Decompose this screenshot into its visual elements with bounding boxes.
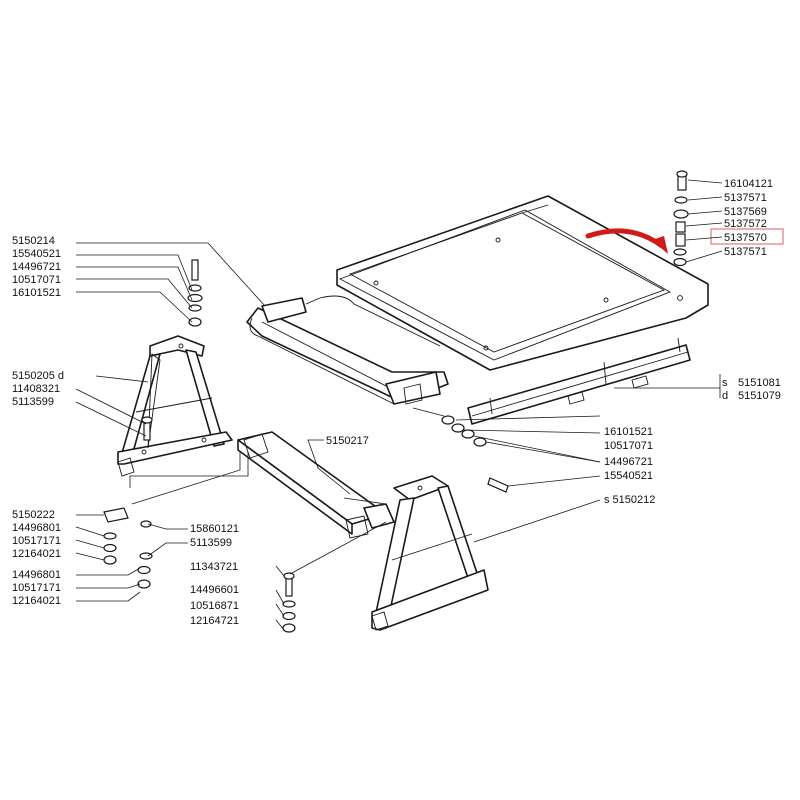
- label-15540521-left: 15540521: [12, 248, 61, 260]
- left-top-hardware: [187, 259, 203, 327]
- label-14496721-right: 14496721: [604, 456, 653, 468]
- highlight-arrow-head: [652, 236, 668, 254]
- label-5150212: s 5150212: [604, 494, 655, 506]
- label-14496721-left: 14496721: [12, 261, 61, 273]
- cross-beam: [237, 431, 395, 539]
- label-5113599-upper: 5113599: [12, 396, 54, 408]
- label-11408321: 11408321: [12, 383, 60, 395]
- label-11343721: 11343721: [190, 561, 238, 573]
- label-5137569: 5137569: [724, 206, 767, 218]
- label-12164021-upper: 12164021: [12, 548, 61, 560]
- label-12164721: 12164721: [190, 615, 239, 627]
- label-mark-d: d: [722, 390, 728, 402]
- label-16101521-right: 16101521: [604, 426, 653, 438]
- label-mark-s: s: [722, 377, 728, 389]
- label-10517071-right: 10517071: [604, 440, 653, 452]
- side-bolt-set: [412, 407, 509, 493]
- label-10517171-upper: 10517171: [12, 535, 61, 547]
- right-stand: [371, 475, 489, 631]
- label-5151079: 5151079: [738, 390, 781, 402]
- label-14496601: 14496601: [190, 584, 239, 596]
- bottom-hardware: [103, 416, 296, 633]
- label-10517071-left: 10517071: [12, 274, 61, 286]
- label-5150222: 5150222: [12, 509, 55, 521]
- label-16104121: 16104121: [724, 178, 773, 190]
- label-14496801-lower: 14496801: [12, 569, 61, 581]
- label-5137571-bottom: 5137571: [724, 246, 767, 258]
- label-15860121: 15860121: [190, 523, 239, 535]
- platform-hardware-stack: [673, 170, 689, 267]
- label-5151081: 5151081: [738, 377, 781, 389]
- label-5150205: 5150205 d: [12, 370, 64, 382]
- label-12164021-lower: 12164021: [12, 595, 61, 607]
- label-15540521-right: 15540521: [604, 470, 653, 482]
- left-stand: [103, 335, 233, 523]
- label-10516871: 10516871: [190, 600, 239, 612]
- leader-lines: [75, 179, 723, 631]
- label-16101521-left: 16101521: [12, 287, 61, 299]
- label-5150217: 5150217: [326, 435, 369, 447]
- label-5113599-lower: 5113599: [190, 537, 232, 549]
- label-14496801-upper: 14496801: [12, 522, 61, 534]
- handle-frame: [246, 295, 449, 405]
- part-number-labels: 16104121 5137571 5137569 5137572 5137570…: [12, 178, 781, 627]
- label-10517171-lower: 10517171: [12, 582, 61, 594]
- label-5150214: 5150214: [12, 235, 55, 247]
- label-5137572: 5137572: [724, 218, 767, 230]
- platform-assembly: [336, 195, 709, 425]
- label-5137570: 5137570: [724, 232, 767, 244]
- highlight-box: [710, 228, 784, 245]
- label-5137571-top: 5137571: [724, 192, 767, 204]
